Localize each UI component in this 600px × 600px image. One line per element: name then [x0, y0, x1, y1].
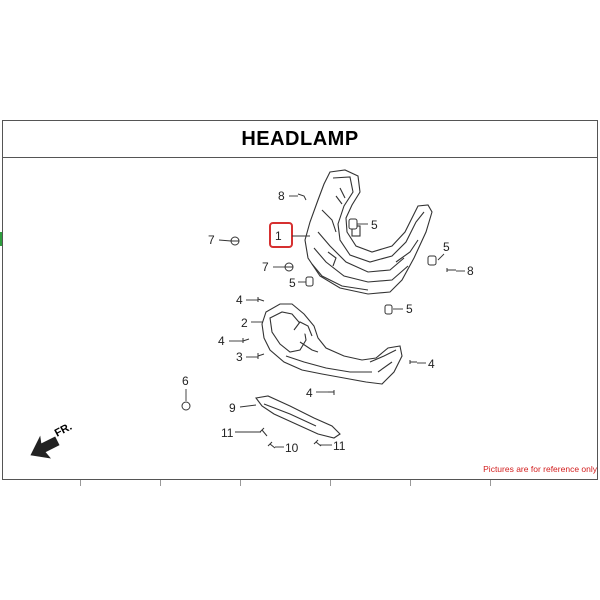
screw-11-a[interactable] — [259, 427, 268, 437]
bracket-8-top[interactable] — [297, 193, 307, 201]
plug-6[interactable] — [181, 401, 191, 411]
grommet-5-b[interactable] — [427, 255, 437, 266]
callout-5-a: 5 — [371, 218, 378, 232]
callout-8-b: 8 — [467, 264, 474, 278]
callout-2: 2 — [241, 316, 248, 330]
headlamp-assembly[interactable] — [304, 169, 433, 295]
front-direction-indicator: FR. — [30, 421, 74, 459]
callout-4-c: 4 — [428, 357, 435, 371]
grommet-5-a[interactable] — [348, 218, 358, 230]
screw-8-b[interactable] — [446, 268, 456, 272]
callout-11-b: 11 — [333, 439, 346, 453]
ruler-tick — [160, 480, 161, 486]
lower-panel[interactable] — [255, 395, 341, 439]
callout-5-c: 5 — [289, 276, 296, 290]
callout-1: 1 — [275, 229, 282, 243]
edge-marker — [0, 232, 2, 246]
screw-4-b[interactable] — [242, 338, 250, 343]
callout-4-d: 4 — [306, 386, 313, 400]
callout-8-top: 8 — [278, 189, 285, 203]
leader-lines — [185, 195, 465, 448]
callout-11-a: 11 — [221, 426, 234, 440]
callout-3: 3 — [236, 350, 243, 364]
callout-labels: 8 1 5 7 7 5 5 8 5 4 2 4 3 4 4 6 9 11 10 … — [182, 189, 474, 455]
callout-10: 10 — [285, 441, 299, 455]
bolt-7-b[interactable] — [284, 262, 294, 272]
ruler-tick — [490, 480, 491, 486]
callout-7-b: 7 — [262, 260, 269, 274]
screw-11-b[interactable] — [313, 439, 322, 447]
callout-1-highlight-box — [269, 222, 293, 248]
diagram-frame: HEADLAMP — [2, 120, 598, 480]
ruler-tick — [330, 480, 331, 486]
ruler-tick — [410, 480, 411, 486]
callout-5-d: 5 — [406, 302, 413, 316]
clip-3[interactable] — [257, 353, 265, 359]
front-cover[interactable] — [261, 303, 403, 385]
page-title: HEADLAMP — [241, 127, 359, 150]
callout-4-b: 4 — [218, 334, 225, 348]
title-bar: HEADLAMP — [3, 121, 597, 158]
screw-10[interactable] — [267, 441, 276, 449]
screw-4-d[interactable] — [328, 390, 335, 395]
ruler-tick — [80, 480, 81, 486]
callout-4-a: 4 — [236, 293, 243, 307]
callout-7-a: 7 — [208, 233, 215, 247]
front-arrow-icon — [30, 435, 60, 459]
screw-4-c[interactable] — [409, 360, 417, 364]
screw-4-a[interactable] — [257, 297, 265, 302]
callout-9: 9 — [229, 401, 236, 415]
callout-5-b: 5 — [443, 240, 450, 254]
front-label: FR. — [53, 421, 74, 440]
grommet-5-d[interactable] — [384, 304, 393, 315]
callout-6: 6 — [182, 374, 189, 388]
reference-disclaimer: Pictures are for reference only — [483, 464, 597, 474]
grommet-5-c[interactable] — [305, 276, 314, 287]
bolt-7-a[interactable] — [230, 236, 240, 246]
ruler-tick — [240, 480, 241, 486]
